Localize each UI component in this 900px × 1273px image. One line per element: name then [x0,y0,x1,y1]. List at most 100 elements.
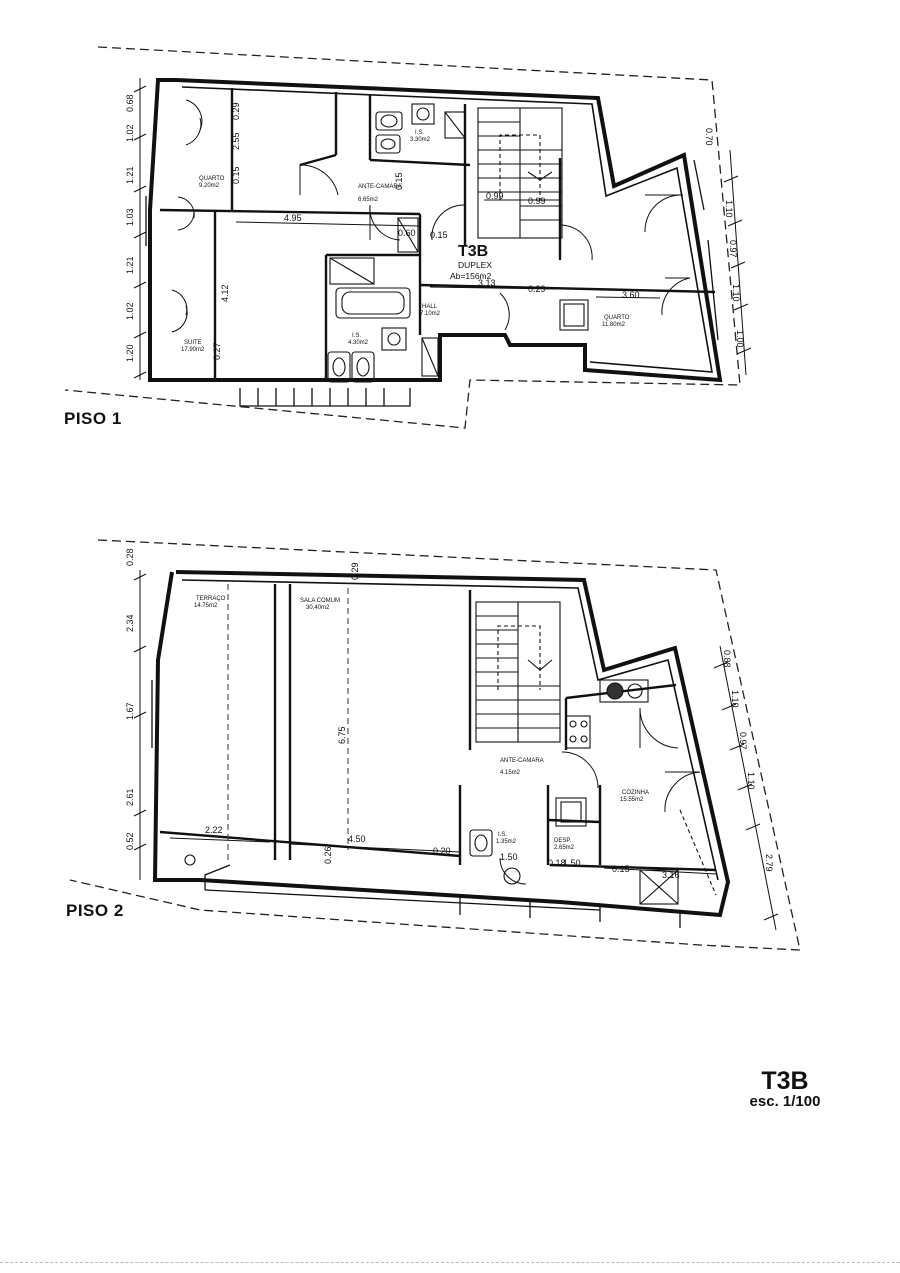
dim-right-4: 2.79 [764,854,774,872]
dim-inner-6: 0.15 [430,230,448,240]
room-name-hall: HALL [422,304,438,310]
staircase [475,601,561,743]
room-name-quarto-2: QUARTO [604,315,630,321]
dim-left-0: 0.28 [125,548,135,566]
dim-left-4: 0.52 [125,832,135,850]
dim-inner-1: 2.55 [231,132,241,150]
dim-inner-8: 1.50 [563,858,581,868]
room-name-cozinha: COZINHA [622,790,649,796]
room-area-cozinha: 15.55m2 [620,797,644,803]
room-area-quarto-1: 9.20m2 [199,183,220,189]
room-area-is-1: 3.30m2 [410,137,431,143]
room-name-suite: SUITE [184,340,202,346]
dim-inner-1: 6.75 [337,726,347,744]
dim-right-1: 1.10 [724,200,734,218]
dim-inner-7: 4.12 [220,284,230,302]
bathroom-fixtures [184,829,521,885]
dim-right-0: 0.70 [704,128,714,146]
dim-inner-0: 0.29 [350,562,360,580]
room-name-is-2: I.S. [352,333,361,339]
dim-left-2: 1.21 [125,166,135,184]
dim-right-3: 1.10 [746,772,756,790]
dim-inner-8: 0.27 [212,342,222,360]
dim-right-3: 1.10 [731,284,741,302]
room-area-quarto-2: 11.80m2 [602,322,626,328]
dim-left-6: 1.20 [125,344,135,362]
floor-label-piso-1: PISO 1 [64,409,122,428]
dim-inner-7: 0.18 [548,858,566,868]
kitchen-fixtures [555,679,717,905]
room-name-is-1: I.S. [415,130,424,136]
dim-left-3: 2.61 [125,788,135,806]
room-area-terraco: 14.75m2 [194,603,218,609]
window-rails [151,680,681,928]
dim-right-1: 1.10 [730,690,740,708]
dim-inner-2: 2.22 [205,825,223,835]
room-area-desp: 2.65m2 [554,845,575,851]
room-name-terraco: TERRAÇO [196,596,226,602]
unit-type: DUPLEX [458,260,492,270]
dim-right-2: 0.97 [738,732,748,750]
floor-plan-piso-1-drawing: 0.68 1.02 1.21 1.03 1.21 1.02 1.20 0.70 … [64,46,752,429]
dim-inner-9: 0.15 [612,864,630,874]
drawing-title: T3B [761,1067,809,1095]
room-name-sala-comum: SALA COMUM [300,598,340,604]
scan-edge-line [0,1262,900,1263]
dim-inner-10: 3.16 [662,870,680,880]
room-area-is: 1.35m2 [496,839,517,845]
room-name-ante-camara: ANTE-CAMARA [358,184,402,190]
dim-left-4: 1.21 [125,256,135,274]
dim-inner-6: 1.50 [500,852,518,862]
room-area-sala-comum: 30.40m2 [306,605,330,611]
dim-right-2: 0.97 [728,240,738,258]
dim-inner-10: 0.99 [528,196,546,206]
property-boundary [64,46,741,429]
interior-walls [159,584,717,872]
dim-inner-9: 0.99 [486,191,504,201]
terrace-outline [227,584,349,860]
dim-inner-5: 0.60 [398,228,416,238]
dim-inner-4: 0.15 [394,172,404,190]
room-area-hall: 7.10m2 [420,311,441,317]
title-block: T3B esc. 1/100 [720,1068,850,1110]
dim-inner-11: 3.13 [478,278,496,288]
dimension-lines [133,570,779,931]
unit-name: T3B [458,243,488,260]
room-area-ante-camara: 4.15m2 [500,770,521,776]
door-swings [171,99,691,333]
dim-left-1: 2.34 [125,614,135,632]
interior-walls [159,88,716,380]
room-area-ante-camara: 6.65m2 [358,197,379,203]
dim-left-2: 1.67 [125,702,135,720]
dim-right-4: 1.00 [735,330,745,348]
dim-inner-5: 0.20 [433,846,451,856]
dim-left-1: 1.02 [125,124,135,142]
dim-inner-0: 0.29 [231,102,241,120]
dim-inner-2: 0.15 [231,166,241,184]
room-name-ante-camara: ANTE-CAMARA [500,758,544,764]
bathroom-fixtures [327,103,589,383]
outer-walls [148,78,723,383]
dim-left-5: 1.02 [125,302,135,320]
floor-plan-piso-2-drawing: 0.28 2.34 1.67 2.61 0.52 0.88 1.10 0.97 … [69,539,801,951]
floor-label-piso-2: PISO 2 [66,901,124,920]
floor-plan-piso-1: 0.68 1.02 1.21 1.03 1.21 1.02 1.20 0.70 … [0,0,900,460]
dim-inner-12: 0.29 [528,284,546,294]
dim-left-3: 1.03 [125,208,135,226]
dim-inner-3: 4.50 [348,834,366,844]
property-boundary [69,539,801,951]
dim-left-0: 0.68 [125,94,135,112]
dim-inner-3: 4.95 [284,213,302,223]
room-name-desp: DESP. [554,838,572,844]
dimension-lines [133,78,752,380]
staircase [477,107,563,239]
drawing-scale: esc. 1/100 [749,1093,821,1110]
unit-area: Ab=156m2 [450,271,492,281]
room-name-quarto-1: QUARTO [199,176,225,182]
window-rails [145,159,719,407]
door-swings [499,707,701,885]
room-area-is-2: 4.30m2 [348,340,369,346]
outer-walls [152,570,731,918]
dim-inner-4: 0.26 [323,846,333,864]
room-name-is: I.S. [498,832,507,838]
